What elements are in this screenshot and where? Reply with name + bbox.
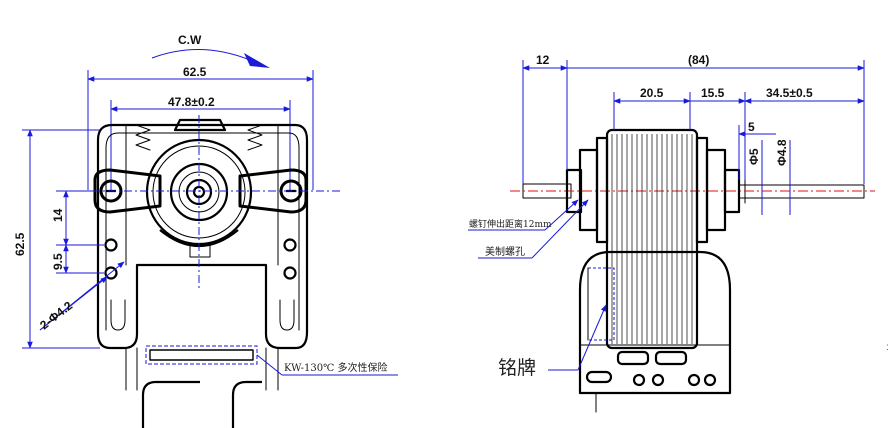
dim-height-62-5: 62.5 [13, 129, 100, 349]
nameplate-label: 铭牌 [498, 357, 536, 379]
stator [605, 128, 699, 350]
dim-phi4-8-label: Φ4.8 [775, 139, 789, 166]
dim-row-2: 20.5 15.5 34.5±0.5 [613, 86, 865, 180]
coil-springs [135, 118, 263, 151]
mount-holes [104, 238, 297, 280]
nameplate-leader: 铭牌 [498, 304, 607, 379]
dim-34-5-label: 34.5±0.5 [766, 86, 813, 100]
dim-14-label: 14 [51, 208, 65, 222]
dim-height-label: 62.5 [13, 232, 27, 256]
fuse-note: KW-130℃ 多次性保险 [284, 361, 388, 374]
left-view: C.W 62.5 47.8±0.2 [13, 33, 398, 428]
hole-right-bottom [283, 266, 297, 280]
right-boss [695, 136, 741, 244]
dim-20-5-label: 20.5 [640, 86, 664, 100]
wire-loops [141, 380, 262, 428]
left-boss [565, 136, 609, 244]
dim-width-label: 62.5 [183, 65, 207, 79]
dim-9-5: 9.5 [51, 244, 104, 274]
dim-5: 5 [738, 120, 776, 180]
dim-84: (84) [567, 53, 865, 184]
dim-15-5-label: 15.5 [701, 86, 725, 100]
dim-diameters: Φ5 Φ4.8 [747, 139, 791, 215]
dim-12-label: 12 [536, 53, 550, 67]
dim-5-label: 5 [748, 120, 755, 134]
hole-left-top [104, 238, 118, 252]
dim-width-62-5: 62.5 [87, 65, 314, 190]
edge-mark: : [886, 342, 889, 353]
screw-hole-label: 美制螺孔 [485, 245, 525, 258]
screw-note: 螺钉伸出距离12mm [469, 218, 552, 230]
dim-mount-47-8: 47.8±0.2 [110, 95, 291, 190]
hole-left-bottom [104, 266, 118, 280]
dim-9-5-label: 9.5 [51, 253, 65, 270]
fuse: KW-130℃ 多次性保险 [145, 345, 398, 376]
hole-right-top [283, 238, 297, 252]
right-view: 12 (84) 20.5 15.5 34.5±0.5 5 [468, 53, 875, 413]
dim-12: 12 [522, 53, 568, 184]
bracket [96, 123, 309, 391]
dim-84-label: (84) [688, 53, 709, 67]
screw-leaders: 螺钉伸出距离12mm 美制螺孔 [468, 199, 589, 259]
dim-phi5-label: Φ5 [747, 148, 761, 165]
lower-housing [578, 250, 732, 413]
dim-mount-label: 47.8±0.2 [168, 95, 215, 109]
dim-holes-label: 2-Φ4.2 [37, 298, 75, 332]
rotation-label: C.W [178, 33, 202, 47]
rotation-arrow: C.W [151, 33, 270, 68]
